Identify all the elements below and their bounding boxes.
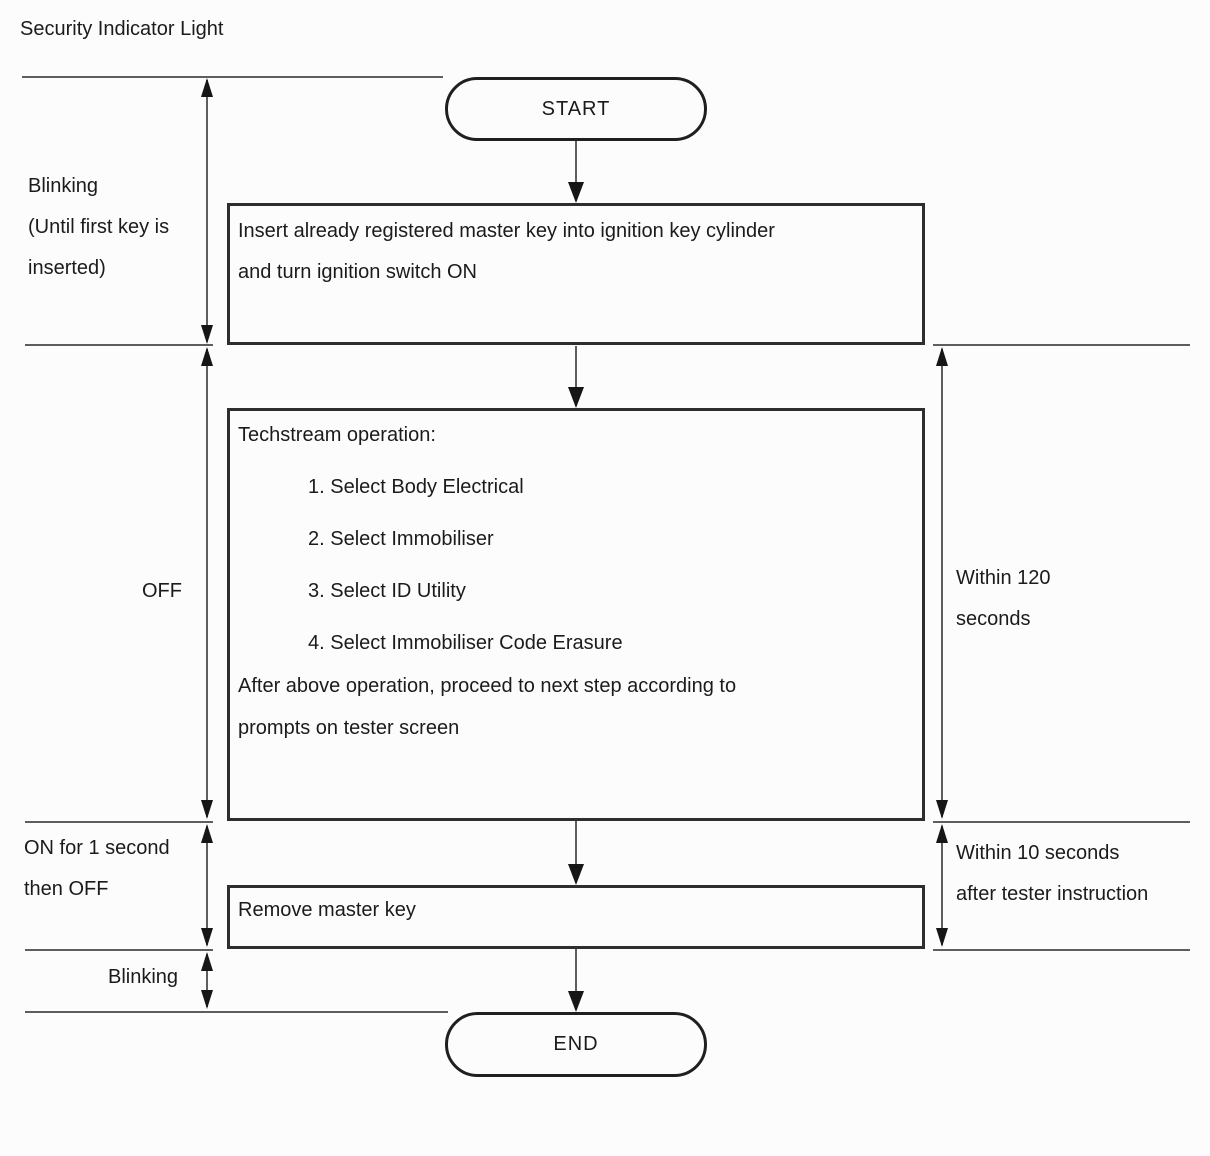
arrow-step2-to-step3 — [568, 821, 584, 885]
label-blinking-until-first-key: Blinking (Until first key is inserted) — [28, 166, 169, 289]
label-line: seconds — [956, 608, 1031, 630]
arrow-start-to-step1 — [568, 141, 584, 203]
separator-line-top — [22, 76, 443, 78]
arrow-head-down-icon — [201, 928, 213, 947]
arrow-head-up-icon — [201, 824, 213, 843]
arrow-head-down-icon — [568, 864, 584, 885]
label-line: Blinking — [28, 175, 99, 197]
arrow-step1-to-step2 — [568, 346, 584, 408]
label-line: ON for 1 second — [24, 837, 170, 859]
process-box-insert-key: Insert already registered master key int… — [227, 203, 925, 345]
arrow-stem — [575, 141, 577, 201]
arrow-stem — [575, 949, 577, 1010]
arrow-head-down-icon — [201, 990, 213, 1009]
arrow-head-down-icon — [568, 182, 584, 203]
techstream-item-1: 1. Select Body Electrical — [308, 476, 524, 498]
arrow-stem — [206, 954, 208, 1007]
arrow-stem — [206, 80, 208, 342]
insert-key-line-1: Insert already registered master key int… — [238, 220, 775, 242]
range-arrow-blinking-end — [201, 952, 213, 1009]
arrow-head-up-icon — [936, 824, 948, 843]
arrow-head-down-icon — [568, 387, 584, 408]
label-line: Within 120 — [956, 567, 1051, 589]
arrow-head-up-icon — [201, 347, 213, 366]
techstream-item-3: 3. Select ID Utility — [308, 580, 466, 602]
arrow-head-down-icon — [201, 800, 213, 819]
label-line: Within 10 seconds — [956, 842, 1120, 864]
label-off: OFF — [142, 576, 182, 606]
process-box-techstream: Techstream operation: 1. Select Body Ele… — [227, 408, 925, 821]
separator-line-3-left — [25, 821, 213, 823]
arrow-head-down-icon — [936, 800, 948, 819]
techstream-item-2: 2. Select Immobiliser — [308, 528, 494, 550]
separator-line-2-right — [933, 344, 1190, 346]
arrow-head-down-icon — [936, 928, 948, 947]
label-on-1-second-then-off: ON for 1 second then OFF — [24, 828, 170, 910]
range-arrow-within-120-seconds — [936, 347, 948, 819]
start-node: START — [445, 77, 707, 141]
arrow-head-down-icon — [568, 991, 584, 1012]
label-line: inserted) — [28, 257, 106, 279]
end-node: END — [445, 1012, 707, 1077]
arrow-stem — [575, 821, 577, 883]
range-arrow-off — [201, 347, 213, 819]
separator-line-4-right — [933, 949, 1190, 951]
range-arrow-on-1-second — [201, 824, 213, 947]
techstream-item-4: 4. Select Immobiliser Code Erasure — [308, 632, 623, 654]
diagram-title: Security Indicator Light — [20, 18, 224, 40]
start-label: START — [541, 97, 611, 120]
arrow-stem — [941, 826, 943, 945]
techstream-footer-line-2: prompts on tester screen — [238, 717, 460, 739]
label-line: OFF — [142, 580, 182, 602]
arrow-stem — [941, 349, 943, 817]
label-blinking-end: Blinking — [108, 960, 178, 994]
label-line: then OFF — [24, 878, 109, 900]
arrow-stem — [206, 349, 208, 817]
process-box-remove-key: Remove master key — [227, 885, 925, 949]
arrow-head-up-icon — [201, 952, 213, 971]
remove-key-label: Remove master key — [238, 899, 416, 921]
arrow-stem — [206, 826, 208, 945]
techstream-footer-line-1: After above operation, proceed to next s… — [238, 675, 737, 697]
arrow-head-up-icon — [936, 347, 948, 366]
separator-line-2-left — [25, 344, 213, 346]
end-label: END — [553, 1033, 599, 1055]
techstream-heading: Techstream operation: — [238, 424, 436, 446]
range-arrow-blinking-until-first-key — [201, 78, 213, 344]
separator-line-bottom — [25, 1011, 448, 1013]
separator-line-3-right — [933, 821, 1190, 823]
range-arrow-within-10-seconds — [936, 824, 948, 947]
label-line: after tester instruction — [956, 883, 1149, 905]
arrow-head-up-icon — [201, 78, 213, 97]
label-within-10-seconds: Within 10 seconds after tester instructi… — [956, 833, 1148, 915]
label-line: (Until first key is — [28, 216, 170, 238]
insert-key-line-2: and turn ignition switch ON — [238, 261, 478, 283]
arrow-step3-to-end — [568, 949, 584, 1012]
separator-line-4-left — [25, 949, 213, 951]
label-within-120-seconds: Within 120 seconds — [956, 558, 1051, 640]
arrow-head-down-icon — [201, 325, 213, 344]
arrow-stem — [575, 346, 577, 406]
label-line: Blinking — [108, 966, 179, 988]
